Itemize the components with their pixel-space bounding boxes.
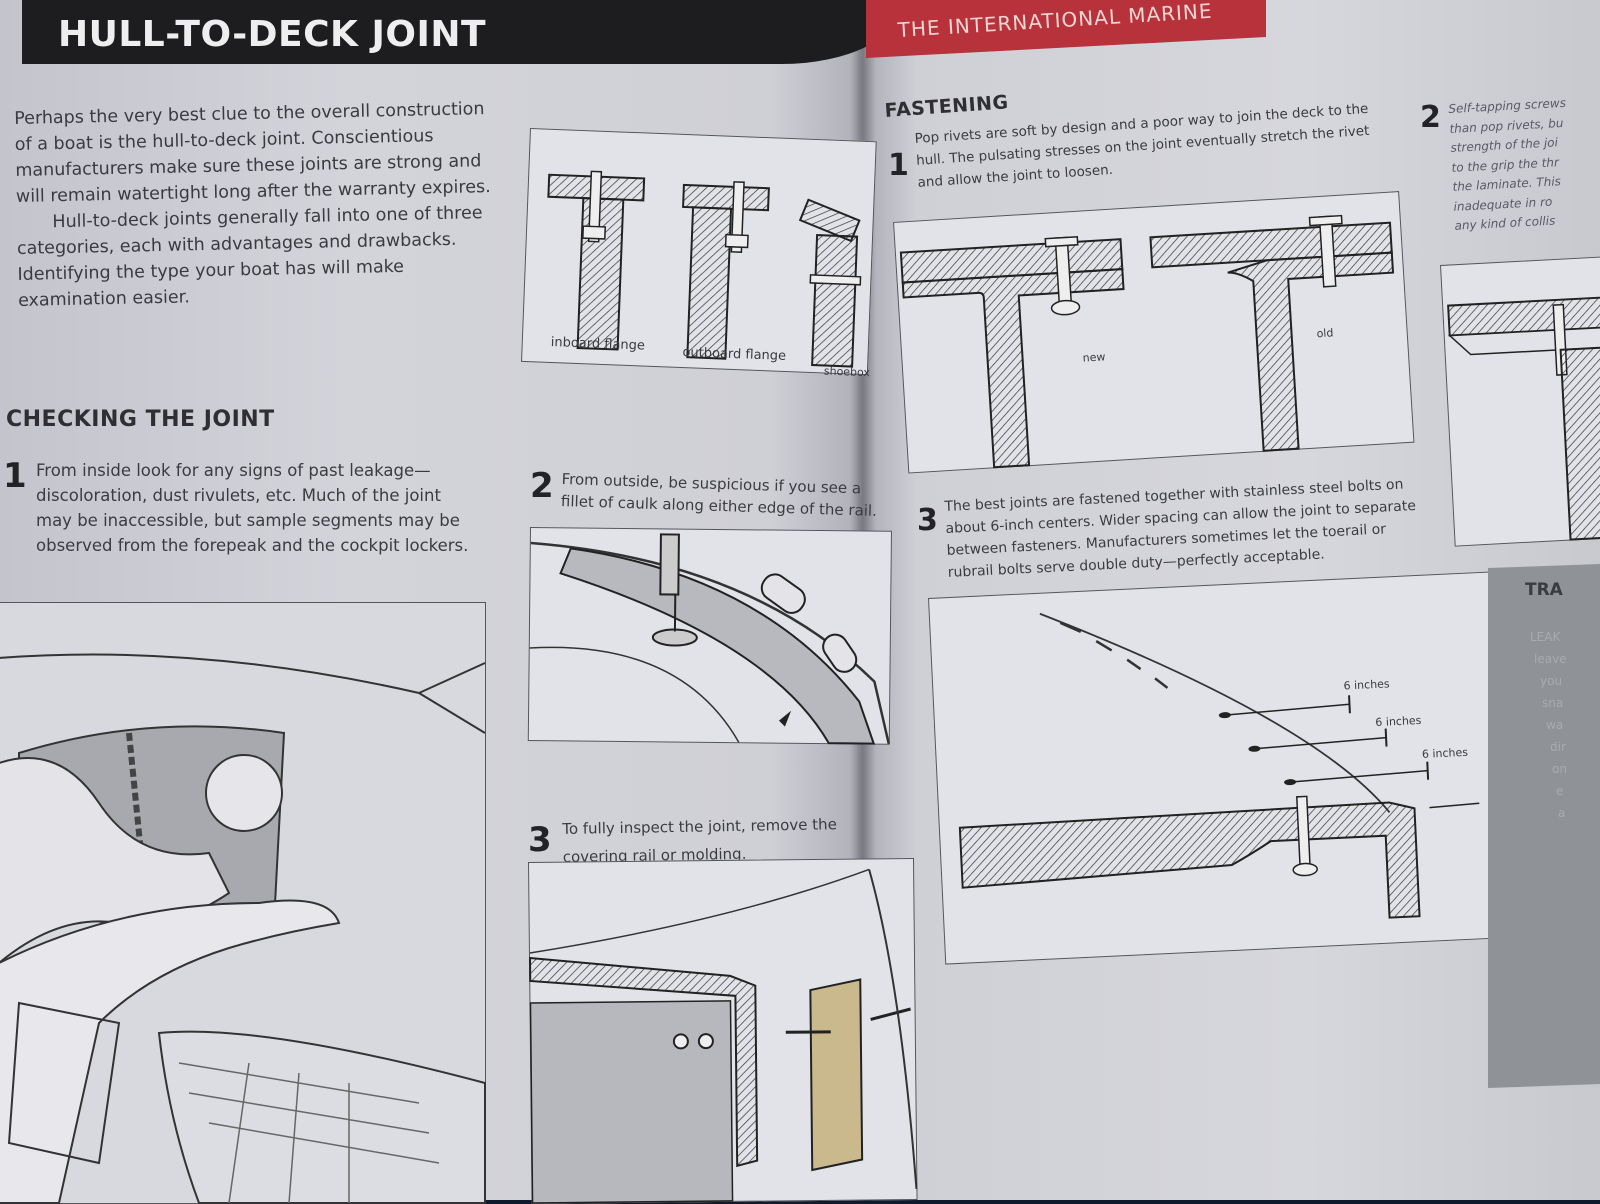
outboard-flange-drawing	[677, 180, 769, 360]
boxout-line-3: you	[1540, 674, 1562, 688]
inside-inspection-figure	[0, 602, 486, 1204]
spacing-label-2: 6 inches	[1375, 714, 1422, 729]
spacing-label-3: 6 inches	[1422, 746, 1469, 761]
boxout-line-8: e	[1556, 784, 1563, 798]
checking-step-1-text: From inside look for any signs of past l…	[36, 458, 476, 558]
rivet-old-label: old	[1316, 326, 1334, 340]
boxout-line-5: wa	[1546, 718, 1563, 732]
inside-inspection-drawing	[0, 603, 485, 1203]
checking-step-1-number: 1	[3, 456, 27, 496]
shoebox-label: shoebox	[824, 364, 871, 379]
checking-step-2-number: 2	[530, 466, 554, 506]
pop-rivet-figure: new old	[893, 191, 1414, 473]
intro-text: Perhaps the very best clue to the overal…	[14, 96, 493, 314]
checking-step-3-number: 3	[528, 820, 552, 860]
inboard-flange-drawing	[543, 170, 645, 351]
rail-removal-figure	[528, 858, 918, 1204]
shoebox-drawing	[795, 199, 864, 366]
self-tapping-drawing	[1441, 257, 1600, 546]
boxout-line-7: on	[1552, 762, 1567, 776]
fastening-step-1-number: 1	[888, 148, 909, 183]
outside-caulk-figure	[528, 527, 892, 745]
rivet-new-label: new	[1082, 350, 1106, 364]
bolt-spacing-drawing	[929, 572, 1521, 964]
checking-heading: CHECKING THE JOINT	[6, 407, 275, 432]
pop-rivet-drawing	[894, 192, 1413, 472]
sidebar-step-2-number: 2	[1420, 100, 1441, 135]
fastening-step-3-number: 3	[917, 503, 938, 538]
sidebar-step-2-text: Self-tapping screws than pop rivets, bu …	[1448, 92, 1600, 237]
boxout-line-6: dir	[1550, 740, 1566, 754]
boxout-line-9: a	[1558, 806, 1565, 820]
spacing-label-1: 6 inches	[1343, 677, 1390, 692]
boxout-title: TRA	[1525, 580, 1563, 600]
self-tapping-figure	[1440, 256, 1600, 547]
boxout-line-2: leave	[1534, 652, 1567, 666]
outside-caulk-drawing	[529, 528, 891, 744]
boxout-line-4: sna	[1542, 696, 1563, 710]
rail-removal-drawing	[529, 859, 917, 1203]
intro-paragraph-1: Perhaps the very best clue to the overal…	[14, 96, 491, 210]
boxout-line-1: LEAK	[1530, 630, 1560, 644]
flange-types-figure: inboard flange outboard flange shoebox	[521, 128, 877, 375]
bolt-spacing-figure: 6 inches 6 inches 6 inches	[928, 571, 1522, 965]
intro-paragraph-2: Hull-to-deck joints generally fall into …	[16, 200, 493, 314]
page-title: HULL-TO-DECK JOINT	[58, 14, 486, 55]
